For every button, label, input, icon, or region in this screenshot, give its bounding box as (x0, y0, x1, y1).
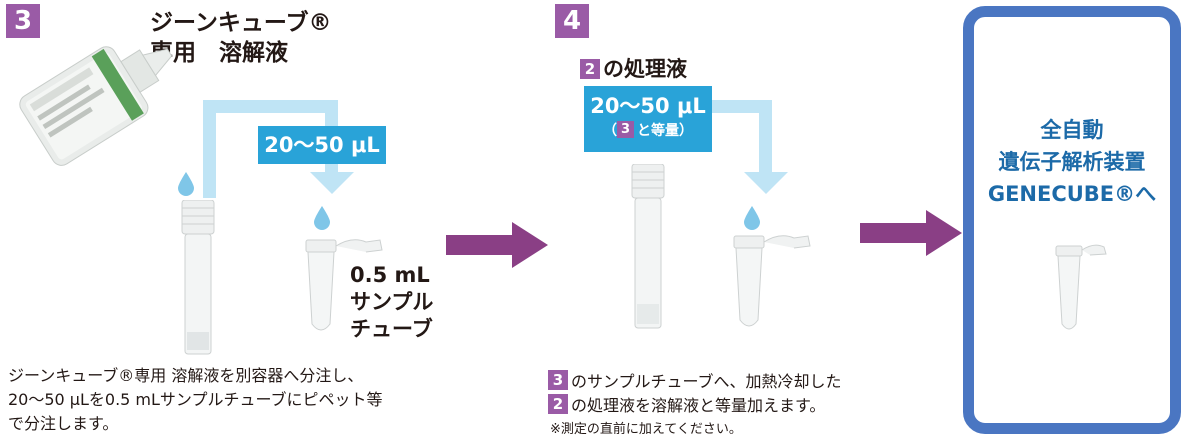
genecube-line3: GENECUBE®へ (987, 182, 1157, 206)
step-4-desc-text-1: のサンプルチューブへ、加熱冷却した (571, 372, 842, 391)
flow-line-vertical-left (203, 100, 216, 198)
step-ref-badge: 3 (548, 370, 568, 390)
flow-line-vertical-4 (759, 100, 772, 178)
step-3-badge: 3 (6, 4, 40, 38)
tube-label-line2: サンプル (350, 290, 434, 314)
droplet-icon (314, 206, 330, 230)
dropper-bottle-illustration (19, 46, 173, 166)
step-3-title-line2: 専用 溶解液 (150, 40, 288, 66)
step-3-title-line1: ジーンキューブ® (150, 10, 332, 36)
flow-arrowhead-4 (744, 172, 788, 194)
half-ml-tube-illustration-4 (733, 235, 811, 327)
step-ref-badge: 3 (617, 121, 634, 138)
step-4-volume-line1: 20～50 μL (590, 94, 706, 118)
process-arrow-1 (446, 222, 548, 268)
half-ml-tube-illustration (305, 239, 383, 331)
step-4-desc-text-2: の処理液を溶解液と等量加えます。 (571, 396, 826, 415)
step-4-badge: 4 (555, 4, 589, 38)
tube-label-line1: 0.5 mL (350, 263, 430, 287)
genecube-destination-text: 全自動 遺伝子解析装置 GENECUBE®へ (974, 114, 1170, 210)
genecube-destination-frame (963, 6, 1181, 434)
processed-tube-illustration (631, 164, 665, 329)
step-3-volume-box: 20～50 μL (258, 126, 386, 164)
step-3-description: ジーンキューブ®専用 溶解液を別容器へ分注し、 20～50 μLを0.5 mLサ… (8, 364, 383, 436)
volume-equal-text: と等量） (637, 123, 693, 139)
process-arrow-2 (860, 210, 962, 256)
step-4-note: ※測定の直前に加えてください。 (550, 422, 742, 437)
paren-open: （ (603, 123, 617, 139)
tube-label: 0.5 mL サンプル チューブ (350, 262, 433, 343)
flow-line-horizontal-4 (700, 100, 772, 113)
tube-label-line3: チューブ (350, 317, 433, 341)
step-3-description-line2: 20～50 μLを0.5 mLサンプルチューブにピペット等 (8, 390, 383, 409)
step-ref-badge: 2 (548, 394, 568, 414)
droplet-icon (178, 172, 194, 196)
flow-arrowhead (310, 172, 354, 194)
genecube-tube-illustration (1055, 244, 1107, 330)
sample-tube-illustration (181, 200, 215, 355)
step-3-description-line1: ジーンキューブ®専用 溶解液を別容器へ分注し、 (8, 366, 364, 385)
droplet-icon (744, 206, 760, 230)
genecube-line1: 全自動 (1040, 118, 1104, 142)
genecube-line2: 遺伝子解析装置 (998, 150, 1146, 174)
step-ref-badge: 2 (580, 59, 600, 79)
step-3-description-line3: で分注します。 (8, 414, 119, 433)
step-4-title-text: の処理液 (603, 57, 687, 81)
step-3-title: ジーンキューブ® 専用 溶解液 (150, 8, 331, 68)
flow-line-horizontal (203, 100, 338, 113)
